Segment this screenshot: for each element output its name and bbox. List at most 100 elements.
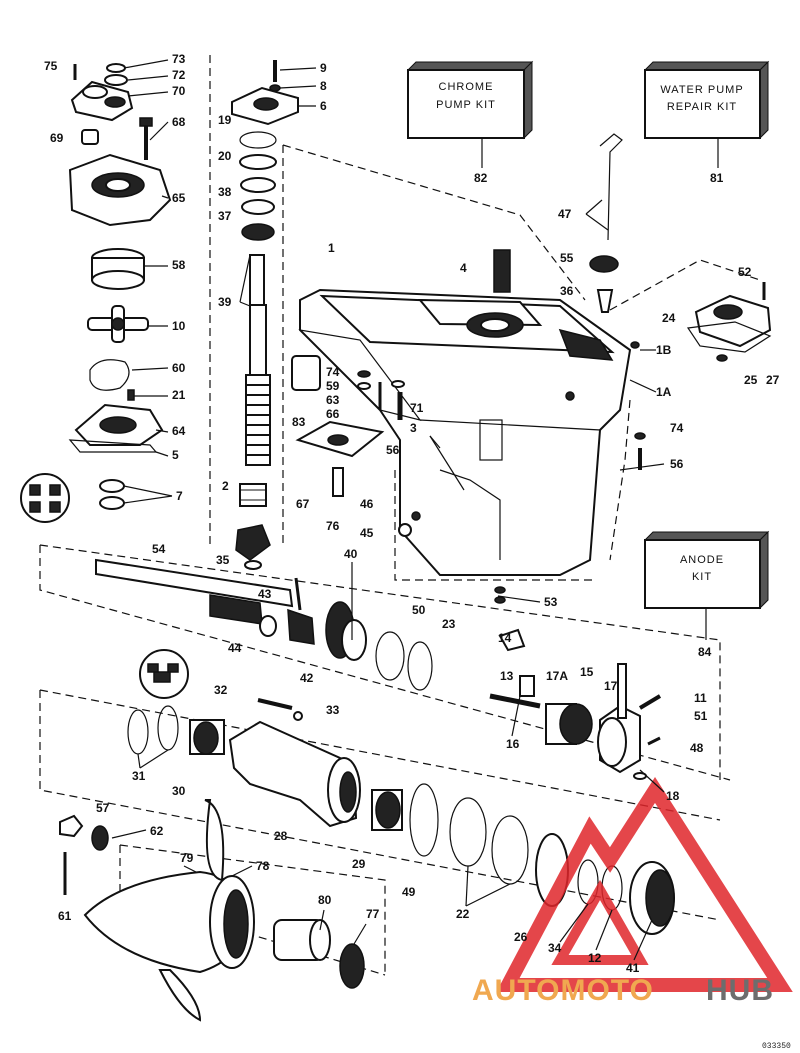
callout-57: 57 bbox=[96, 801, 110, 815]
callout-38: 38 bbox=[218, 185, 232, 199]
water-pump-parts bbox=[20, 63, 172, 523]
callout-51: 51 bbox=[694, 709, 708, 723]
callout-36: 36 bbox=[560, 284, 574, 298]
shift-rod-parts bbox=[589, 133, 772, 362]
callout-50: 50 bbox=[412, 603, 426, 617]
callout-53: 53 bbox=[544, 595, 558, 609]
callout-40: 40 bbox=[344, 547, 358, 561]
callout-41: 41 bbox=[626, 961, 640, 975]
callout-58: 58 bbox=[172, 258, 186, 272]
callout-12: 12 bbox=[588, 951, 602, 965]
callout-21: 21 bbox=[172, 388, 186, 402]
callout-45: 45 bbox=[360, 526, 374, 540]
callout-84: 84 bbox=[698, 645, 712, 659]
callout-68: 68 bbox=[172, 115, 186, 129]
chrome-pump-kit-box: CHROME PUMP KIT bbox=[406, 60, 534, 168]
callout-1: 1 bbox=[328, 241, 335, 255]
water-pump-repair-kit-box: WATER PUMP REPAIR KIT bbox=[643, 60, 770, 168]
callout-33: 33 bbox=[326, 703, 340, 717]
callout-17: 17 bbox=[604, 679, 618, 693]
callout-29: 29 bbox=[352, 857, 366, 871]
callout-62: 62 bbox=[150, 824, 164, 838]
callout-22: 22 bbox=[456, 907, 470, 921]
part-number-labels: 75 73 72 70 69 68 65 58 10 60 21 64 5 7 … bbox=[44, 52, 780, 975]
prop-shaft-parts bbox=[95, 558, 662, 780]
callout-10: 10 bbox=[172, 319, 186, 333]
callout-35: 35 bbox=[216, 553, 230, 567]
callout-18: 18 bbox=[666, 789, 680, 803]
callout-25: 25 bbox=[744, 373, 758, 387]
callout-13: 13 bbox=[500, 669, 514, 683]
callout-24: 24 bbox=[662, 311, 676, 325]
callout-4: 4 bbox=[460, 261, 467, 275]
callout-30: 30 bbox=[172, 784, 186, 798]
callout-75: 75 bbox=[44, 59, 58, 73]
callout-69: 69 bbox=[50, 131, 64, 145]
callout-42: 42 bbox=[300, 671, 314, 685]
callout-46: 46 bbox=[360, 497, 374, 511]
callout-15: 15 bbox=[580, 665, 594, 679]
callout-59: 59 bbox=[326, 379, 340, 393]
callout-34: 34 bbox=[548, 941, 562, 955]
callout-31: 31 bbox=[132, 769, 146, 783]
callout-83: 83 bbox=[292, 415, 306, 429]
callout-47: 47 bbox=[558, 207, 572, 221]
callout-81: 81 bbox=[710, 171, 724, 185]
callout-3: 3 bbox=[410, 421, 417, 435]
callout-77: 77 bbox=[366, 907, 380, 921]
anode-kit-line1: ANODE bbox=[680, 554, 724, 566]
callout-44: 44 bbox=[228, 641, 242, 655]
callout-19: 19 bbox=[218, 113, 232, 127]
callout-49: 49 bbox=[402, 885, 416, 899]
water-pump-kit-line1: WATER PUMP bbox=[660, 84, 743, 96]
callout-74-right: 74 bbox=[670, 421, 684, 435]
callout-52: 52 bbox=[738, 265, 752, 279]
callout-61: 61 bbox=[58, 909, 72, 923]
callout-71: 71 bbox=[410, 401, 424, 415]
callout-39: 39 bbox=[218, 295, 232, 309]
propeller-parts bbox=[59, 799, 365, 1022]
drive-shaft-parts bbox=[231, 60, 299, 570]
callout-27: 27 bbox=[766, 373, 780, 387]
callout-6: 6 bbox=[320, 99, 327, 113]
callout-66: 66 bbox=[326, 407, 340, 421]
chrome-pump-kit-line1: CHROME bbox=[439, 81, 494, 93]
gearcase-housing bbox=[291, 249, 646, 604]
callout-20: 20 bbox=[218, 149, 232, 163]
callout-56-right: 56 bbox=[670, 457, 684, 471]
callout-26: 26 bbox=[514, 930, 528, 944]
callout-48: 48 bbox=[690, 741, 704, 755]
anode-kit-box: ANODE KIT bbox=[643, 530, 770, 640]
water-pump-kit-line2: REPAIR KIT bbox=[667, 101, 737, 113]
callout-60: 60 bbox=[172, 361, 186, 375]
callout-79: 79 bbox=[180, 851, 194, 865]
callout-82: 82 bbox=[474, 171, 488, 185]
callout-5: 5 bbox=[172, 448, 179, 462]
callout-72: 72 bbox=[172, 68, 186, 82]
callout-67: 67 bbox=[296, 497, 310, 511]
bearing-housing-parts bbox=[127, 649, 675, 935]
callout-74-upper: 74 bbox=[326, 365, 340, 379]
callout-65: 65 bbox=[172, 191, 186, 205]
callout-11: 11 bbox=[694, 691, 707, 705]
callout-43: 43 bbox=[258, 587, 272, 601]
watermark-hub-text: HUB bbox=[706, 974, 774, 1007]
watermark-auto-text: AUTOMOTO bbox=[472, 974, 654, 1007]
corner-code: 033350 bbox=[762, 1042, 791, 1051]
callout-55: 55 bbox=[560, 251, 574, 265]
callout-1A: 1A bbox=[656, 385, 672, 399]
callout-16: 16 bbox=[506, 737, 520, 751]
assembly-dashed-lines bbox=[39, 55, 761, 976]
callout-64: 64 bbox=[172, 424, 186, 438]
callout-14: 14 bbox=[498, 631, 512, 645]
callout-23: 23 bbox=[442, 617, 456, 631]
callout-54: 54 bbox=[152, 542, 166, 556]
callout-leader-lines bbox=[111, 59, 665, 961]
callout-17A: 17A bbox=[546, 669, 568, 683]
callout-80: 80 bbox=[318, 893, 332, 907]
callout-37: 37 bbox=[218, 209, 232, 223]
callout-63: 63 bbox=[326, 393, 340, 407]
anode-kit-line2: KIT bbox=[692, 571, 712, 583]
callout-8: 8 bbox=[320, 79, 327, 93]
